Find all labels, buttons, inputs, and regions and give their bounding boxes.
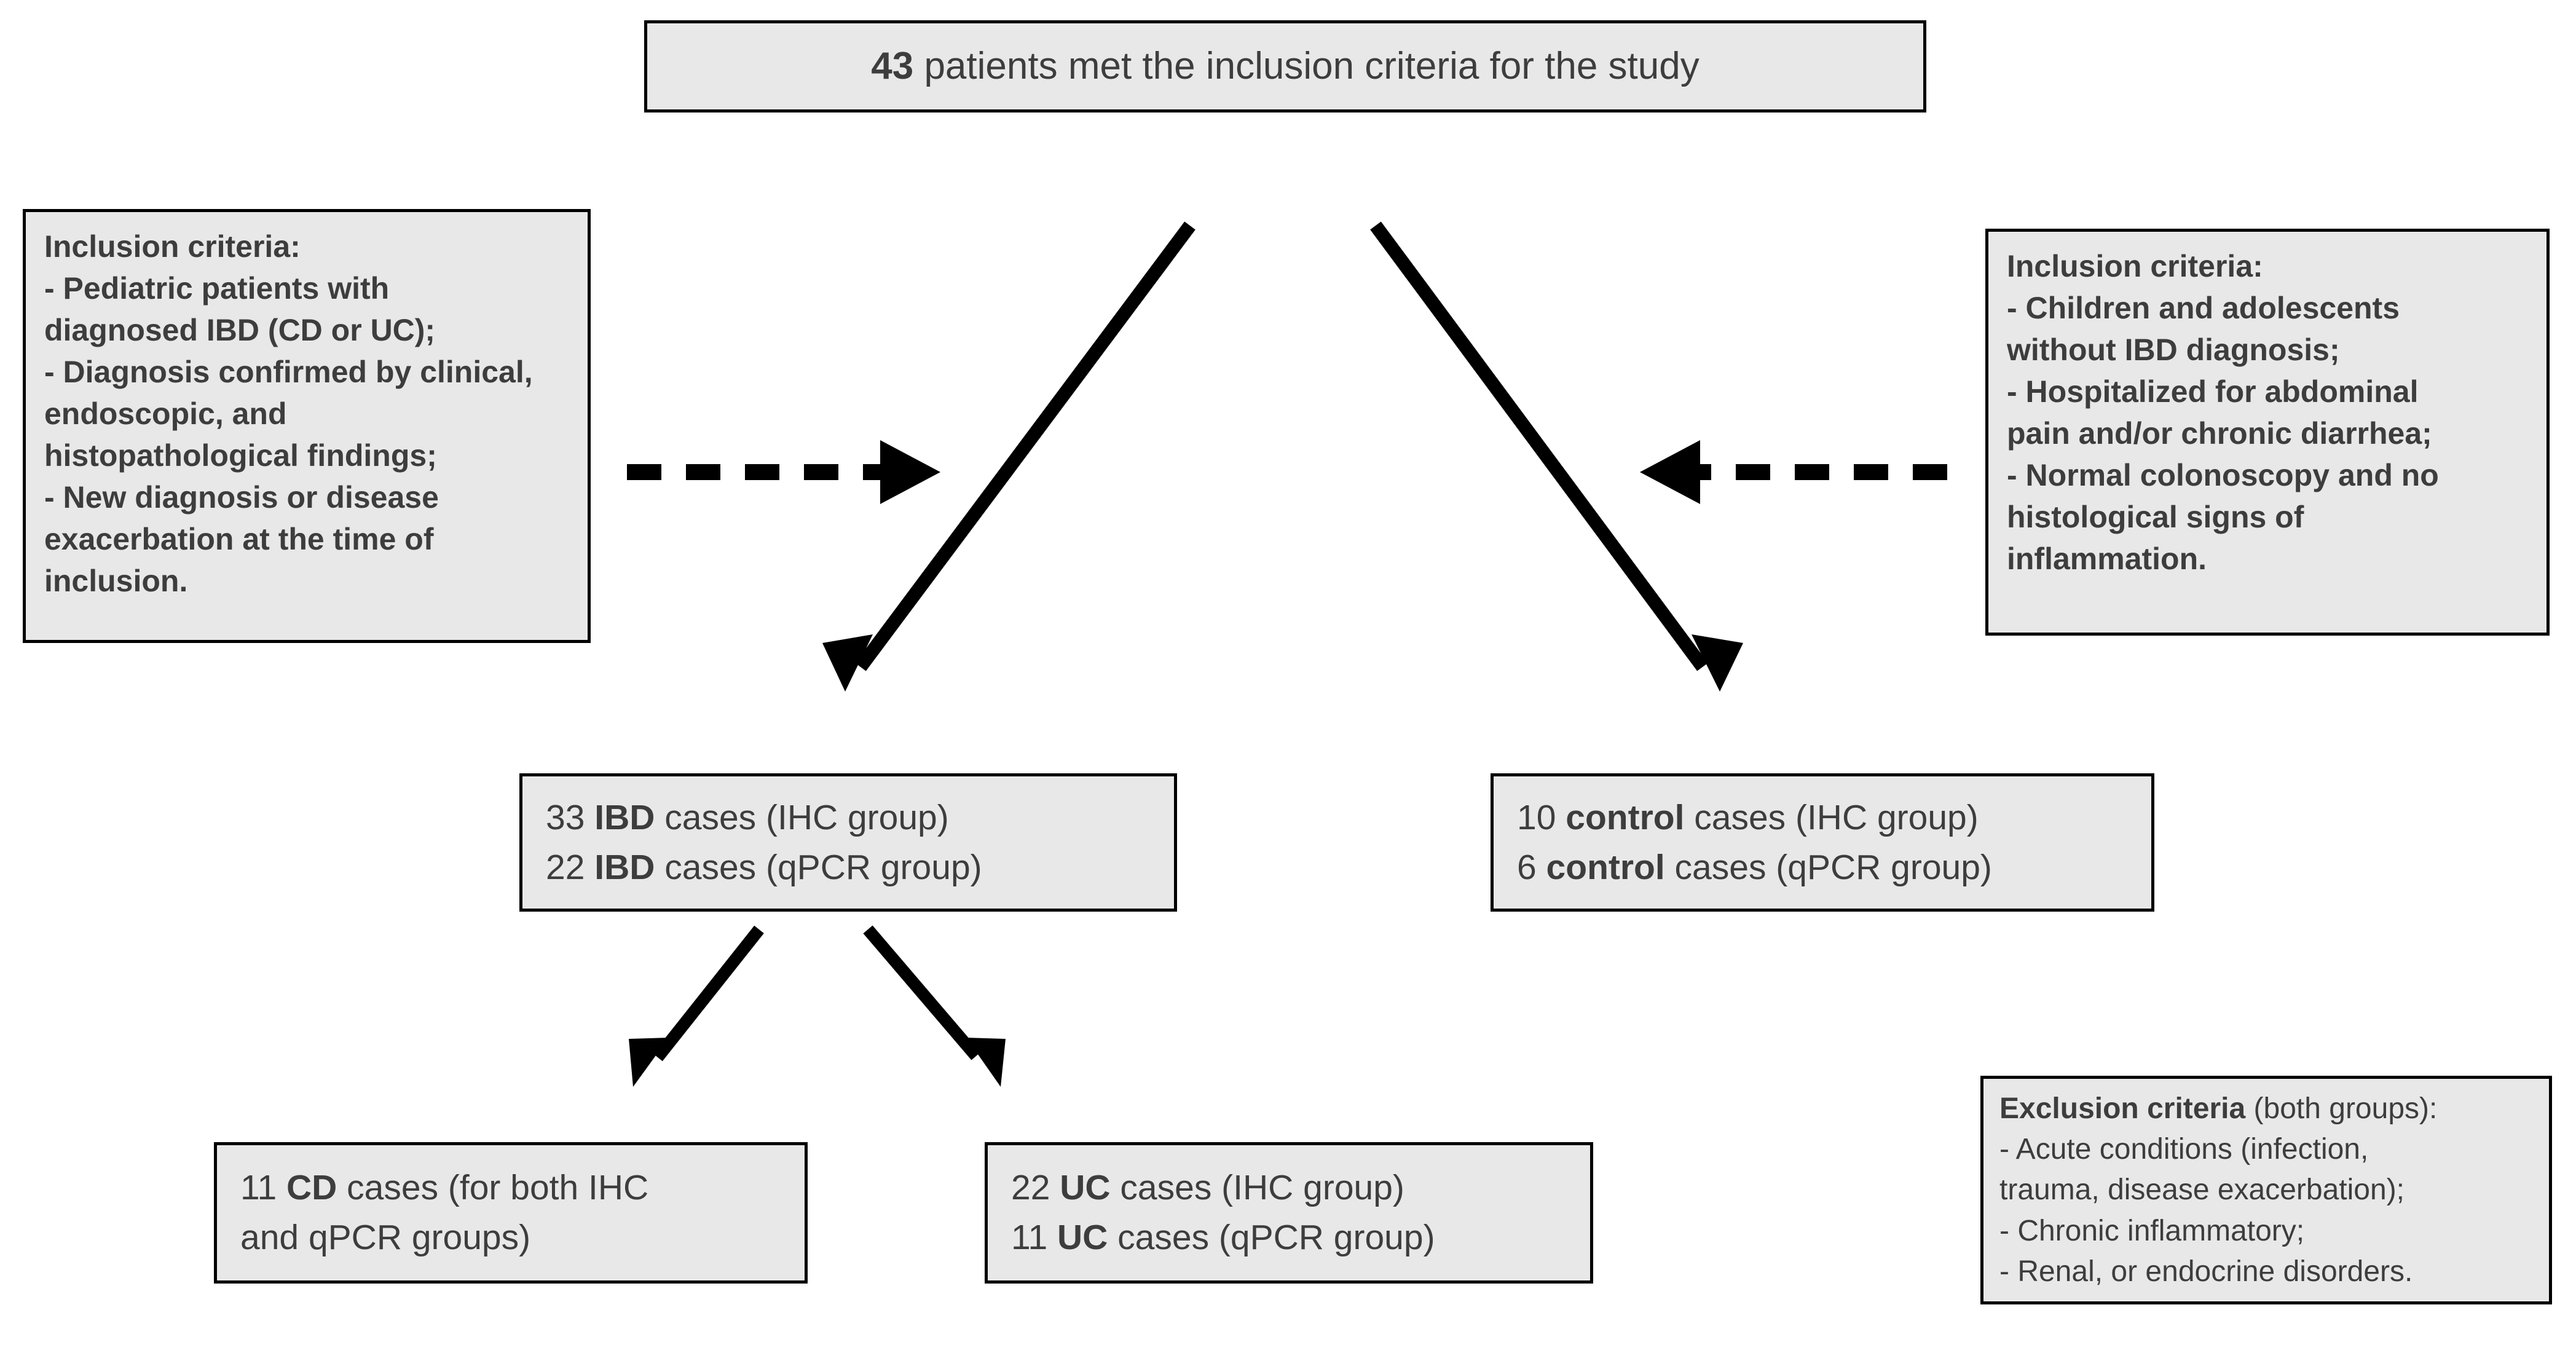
inclusion-left-line-4: endoscopic, and (44, 396, 287, 431)
exclusion-title-rest: (both groups): (2245, 1092, 2438, 1125)
ibd-row-2-count: 22 (546, 847, 595, 887)
inclusion-criteria-right-box: Inclusion criteria: - Children and adole… (1985, 229, 2550, 636)
control-row-2: 6 control cases (qPCR group) (1517, 843, 2128, 893)
inclusion-right-line-3: - Hospitalized for abdominal (2007, 374, 2419, 409)
uc-row-2: 11 UC cases (qPCR group) (1011, 1213, 1567, 1263)
inclusion-left-line-5: histopathological findings; (44, 438, 437, 473)
uc-row-2-label: UC (1057, 1218, 1108, 1257)
ibd-row-2-label: IBD (594, 847, 655, 887)
inclusion-right-line-7: inflammation. (2007, 542, 2207, 576)
solid-arrow-down-left-icon (822, 221, 1195, 692)
exclusion-line-4: - Renal, or endocrine disorders. (1999, 1255, 2413, 1288)
ibd-row-2-suffix: cases (qPCR group) (655, 847, 982, 887)
ibd-row-1: 33 IBD cases (IHC group) (546, 793, 1151, 843)
cd-row-1-suffix: cases (for both IHC (337, 1168, 649, 1208)
header-count: 43 (871, 44, 914, 87)
inclusion-left-line-3: - Diagnosis confirmed by clinical, (44, 355, 533, 389)
control-row-1-suffix: cases (IHC group) (1684, 797, 1979, 837)
inclusion-left-title: Inclusion criteria: (44, 229, 301, 264)
branch-arrow-down-right-icon (863, 925, 1006, 1087)
uc-row-1-label: UC (1060, 1168, 1111, 1208)
inclusion-right-line-5: - Normal colonoscopy and no (2007, 458, 2439, 492)
inclusion-right-line-4: pain and/or chronic diarrhea; (2007, 416, 2432, 451)
exclusion-title-bold: Exclusion criteria (1999, 1092, 2246, 1125)
ibd-cases-box: 33 IBD cases (IHC group) 22 IBD cases (q… (519, 773, 1177, 912)
ibd-row-1-label: IBD (594, 797, 655, 837)
cd-row-1: 11 CD cases (for both IHC (240, 1163, 781, 1213)
uc-row-1-suffix: cases (IHC group) (1110, 1168, 1404, 1208)
exclusion-line-3: - Chronic inflammatory; (1999, 1214, 2305, 1247)
inclusion-right-line-2: without IBD diagnosis; (2007, 333, 2340, 367)
cd-row-1-label: CD (286, 1168, 337, 1208)
inclusion-left-line-6: - New diagnosis or disease (44, 480, 439, 515)
header-label: patients met the inclusion criteria for … (913, 44, 1700, 87)
uc-row-1: 22 UC cases (IHC group) (1011, 1163, 1567, 1213)
exclusion-criteria-box: Exclusion criteria (both groups): - Acut… (1980, 1076, 2552, 1304)
cd-row-1-count: 11 (240, 1168, 287, 1208)
solid-arrow-down-right-icon (1370, 221, 1743, 692)
header-text: 43 patients met the inclusion criteria f… (871, 42, 1699, 92)
control-cases-box: 10 control cases (IHC group) 6 control c… (1491, 773, 2154, 912)
exclusion-line-1: - Acute conditions (infection, (1999, 1133, 2369, 1166)
uc-row-2-count: 11 (1011, 1218, 1058, 1257)
inclusion-criteria-left-box: Inclusion criteria: - Pediatric patients… (23, 209, 591, 643)
control-row-2-suffix: cases (qPCR group) (1664, 847, 1992, 887)
inclusion-right-title: Inclusion criteria: (2007, 249, 2263, 283)
uc-row-2-suffix: cases (qPCR group) (1108, 1218, 1435, 1257)
exclusion-line-2: trauma, disease exacerbation); (1999, 1174, 2405, 1207)
ibd-row-2: 22 IBD cases (qPCR group) (546, 843, 1151, 893)
inclusion-left-line-1: - Pediatric patients with (44, 271, 390, 306)
control-row-2-count: 6 (1517, 847, 1546, 887)
cd-row-2: and qPCR groups) (240, 1218, 531, 1257)
header-box: 43 patients met the inclusion criteria f… (644, 20, 1926, 112)
uc-cases-box: 22 UC cases (IHC group) 11 UC cases (qPC… (985, 1142, 1593, 1284)
branch-arrow-down-left-icon (629, 925, 764, 1087)
exclusion-title: Exclusion criteria (both groups): (1999, 1089, 2533, 1129)
inclusion-left-line-2: diagnosed IBD (CD or UC); (44, 313, 436, 347)
inclusion-left-line-8: inclusion. (44, 564, 188, 598)
dashed-arrow-right-icon (627, 440, 940, 504)
uc-row-1-count: 22 (1011, 1168, 1060, 1208)
cd-cases-box: 11 CD cases (for both IHC and qPCR group… (214, 1142, 808, 1284)
ibd-row-1-count: 33 (546, 797, 595, 837)
inclusion-right-line-6: histological signs of (2007, 500, 2304, 534)
dashed-arrow-left-icon (1640, 440, 1947, 504)
ibd-row-1-suffix: cases (IHC group) (655, 797, 949, 837)
control-row-1: 10 control cases (IHC group) (1517, 793, 2128, 843)
control-row-2-label: control (1546, 847, 1665, 887)
control-row-1-label: control (1566, 797, 1685, 837)
inclusion-left-line-7: exacerbation at the time of (44, 522, 434, 556)
inclusion-right-line-1: - Children and adolescents (2007, 291, 2400, 325)
control-row-1-count: 10 (1517, 797, 1566, 837)
